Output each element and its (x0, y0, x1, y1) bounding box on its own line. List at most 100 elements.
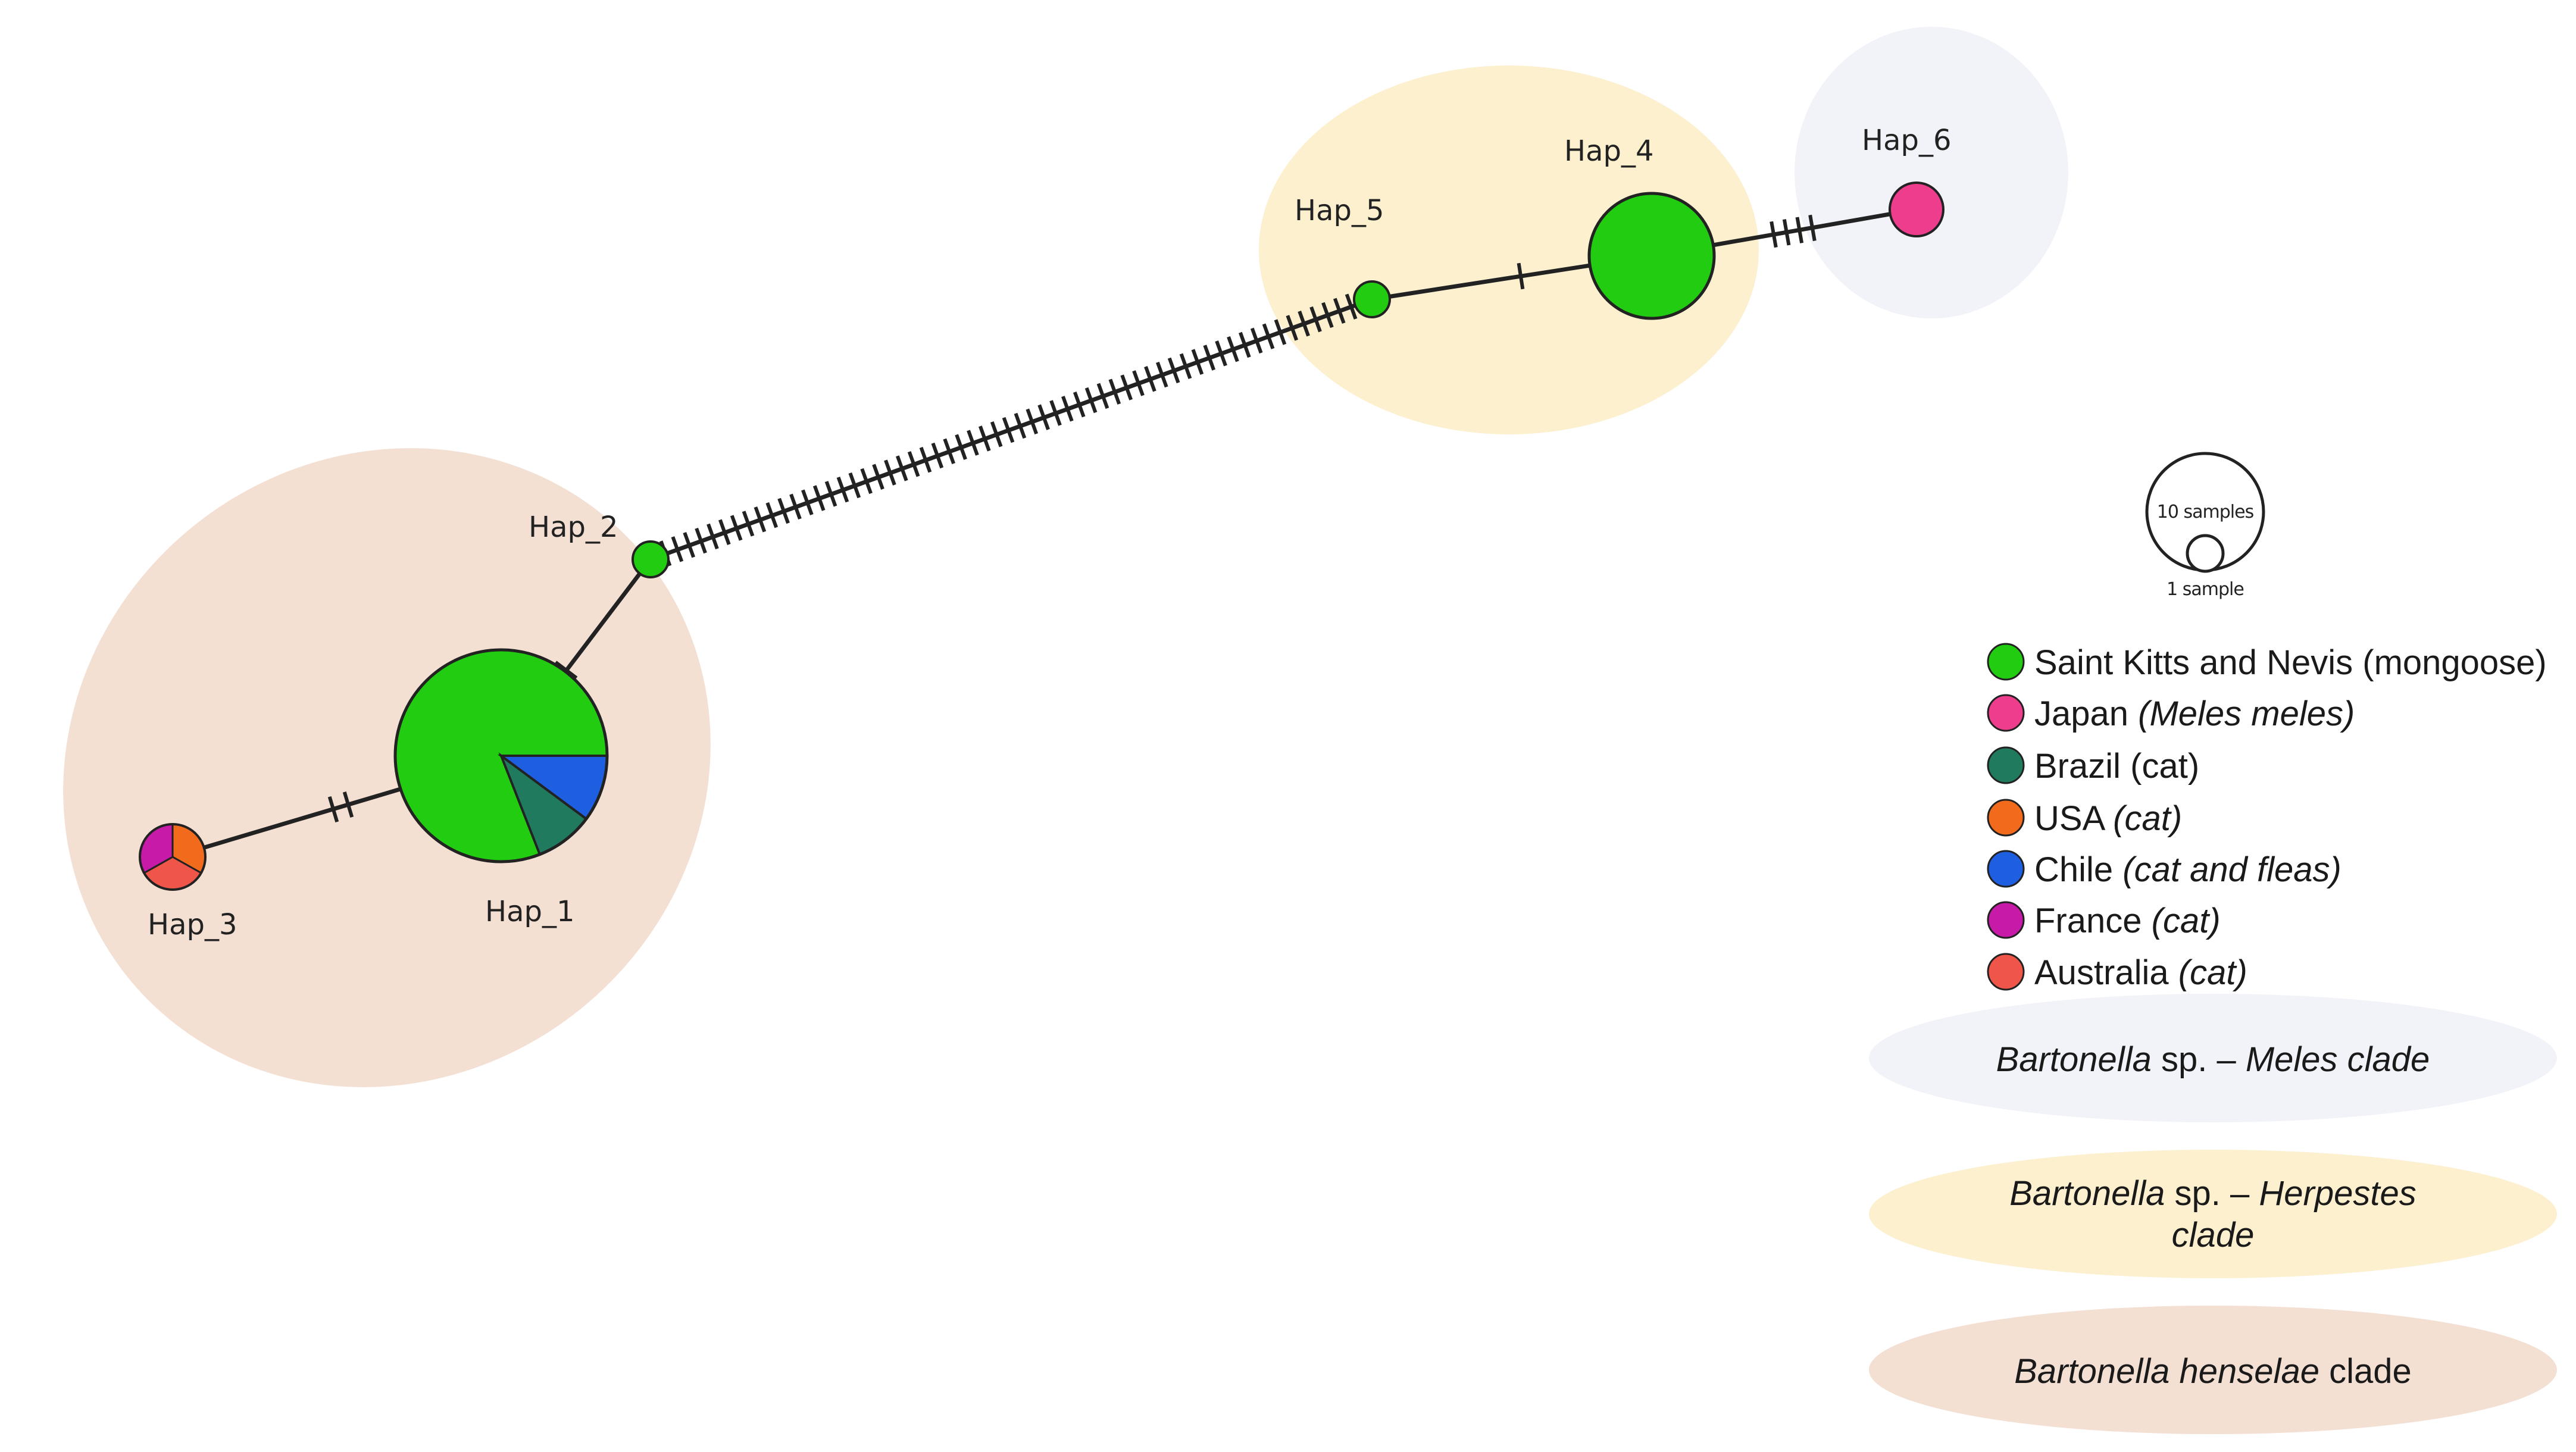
herpestes-clade-swatch (1869, 1150, 2557, 1278)
mutation-tick-hap2-hap5-8 (742, 511, 755, 537)
mutation-tick-hap2-hap5-16 (836, 476, 849, 503)
hap3-outline (139, 823, 207, 891)
hap1-node (393, 648, 609, 863)
mutation-tick-hap5-hap4-1 (1517, 262, 1525, 290)
edge-hap1-hap3 (172, 786, 403, 859)
hap6-node (1889, 182, 1944, 237)
mutation-tick-hap2-hap5-9 (754, 506, 767, 533)
mutation-tick-hap2-hap5-11 (777, 497, 790, 524)
legend-swatch-chile (1987, 850, 2025, 888)
legend-swatch-france (1987, 901, 2025, 939)
hap4-node (1587, 192, 1716, 320)
legend-label-japan: Japan (2034, 694, 2138, 733)
mutation-tick-hap2-hap5-15 (824, 481, 837, 507)
legend-item-france: France (cat) (1987, 901, 2221, 940)
mutation-tick-hap2-hap5-26 (955, 434, 967, 460)
svg-text:USA (cat): USA (cat) (2034, 799, 2182, 838)
mutation-tick-hap2-hap5-12 (789, 493, 802, 520)
herpestes-clade-label-line2: clade (2172, 1216, 2255, 1254)
mutation-tick-hap2-hap5-30 (1002, 417, 1015, 443)
hap5-label: Hap_5 (1295, 194, 1384, 227)
hap1-label: Hap_1 (485, 895, 575, 928)
mutation-tick-hap2-hap5-52 (1262, 323, 1275, 349)
mutation-tick-hap2-hap5-57 (1321, 302, 1334, 328)
mutation-tick-hap2-hap5-17 (848, 472, 861, 499)
legend-suffix-saint-kitts: (mongoose) (2353, 643, 2547, 682)
herpestes-clade-label: Bartonella sp. – Herpestes (2009, 1174, 2416, 1213)
mutation-tick-hap2-hap5-40 (1120, 374, 1133, 400)
henselae-clade-region (63, 448, 711, 1087)
mutation-tick-hap2-hap5-51 (1250, 327, 1263, 354)
mutation-tick-hap2-hap5-4 (695, 527, 707, 554)
scale-small-circle (2186, 534, 2225, 573)
legend-item-japan: Japan (Meles meles) (1987, 694, 2355, 733)
hap6-label: Hap_6 (1862, 124, 1952, 157)
scale-large-label: 10 samples (2157, 502, 2254, 522)
legend: Saint Kitts and Nevis (mongoose) Japan (… (1987, 643, 2547, 992)
mutation-tick-hap2-hap5-28 (978, 425, 991, 452)
mutation-tick-hap2-hap5-18 (860, 468, 873, 495)
mutation-tick-hap4-hap6-4 (1808, 214, 1817, 242)
legend-item-brazil: Brazil (cat) (1987, 746, 2199, 786)
mutation-tick-hap2-hap5-14 (812, 485, 826, 511)
mutation-tick-hap2-hap5-6 (718, 519, 731, 545)
legend-swatch-saint-kitts (1987, 643, 2025, 681)
mutation-tick-hap2-hap5-32 (1026, 408, 1039, 434)
legend-label-saint-kitts: Saint Kitts and Nevis (2034, 643, 2353, 682)
hap3-label: Hap_3 (148, 908, 237, 941)
mutation-ticks (327, 214, 1817, 822)
legend-swatch-brazil (1987, 746, 2025, 784)
henselae-clade-swatch (1869, 1306, 2557, 1434)
hap4-label: Hap_4 (1564, 134, 1654, 168)
legend-swatch-usa (1987, 799, 2025, 837)
legend-item-saint-kitts: Saint Kitts and Nevis (mongoose) (1987, 643, 2547, 682)
mutation-tick-hap2-hap5-27 (967, 430, 979, 456)
scale-small-label: 1 sample (2167, 579, 2244, 600)
svg-text:Australia (cat): Australia (cat) (2034, 953, 2247, 992)
henselae-clade-label: Bartonella henselae clade (2014, 1352, 2412, 1391)
clade-key: Bartonella sp. – Meles clade Bartonella … (1869, 994, 2557, 1434)
mutation-tick-hap2-hap5-13 (801, 489, 814, 515)
legend-italic-chile: (cat and fleas) (2122, 850, 2341, 889)
mutation-tick-hap2-hap5-41 (1132, 370, 1145, 396)
mutation-tick-hap2-hap5-36 (1073, 391, 1086, 418)
mutation-tick-hap2-hap5-23 (919, 446, 932, 473)
mutation-tick-hap2-hap5-49 (1227, 336, 1239, 362)
mutation-tick-hap2-hap5-10 (765, 502, 779, 528)
mutation-tick-hap1-hap3-1 (327, 796, 339, 822)
mutation-tick-hap2-hap5-39 (1108, 378, 1121, 405)
legend-italic-usa: (cat) (2113, 799, 2182, 838)
sample-size-scale: 10 samples 1 sample (2145, 452, 2265, 600)
mutation-tick-hap2-hap5-45 (1179, 353, 1192, 380)
mutation-tick-hap2-hap5-42 (1144, 366, 1156, 392)
mutation-tick-hap2-hap5-58 (1333, 298, 1346, 324)
meles-clade-region (1795, 27, 2068, 318)
mutation-tick-hap2-hap5-54 (1286, 315, 1299, 341)
legend-item-usa: USA (cat) (1987, 799, 2182, 838)
mutation-tick-hap2-hap5-43 (1156, 361, 1168, 388)
mutation-tick-hap2-hap5-20 (884, 459, 896, 486)
mutation-tick-hap2-hap5-7 (730, 515, 743, 541)
hap3-node (139, 823, 207, 891)
mutation-tick-hap2-hap5-35 (1061, 396, 1074, 422)
mutation-tick-hap2-hap5-24 (931, 442, 944, 469)
hap2-node (632, 540, 670, 578)
mutation-tick-hap2-hap5-33 (1037, 404, 1050, 430)
mutation-tick-hap2-hap5-47 (1203, 345, 1216, 371)
mutation-tick-hap2-hap5-56 (1309, 306, 1322, 333)
mutation-tick-hap2-hap5-5 (706, 523, 719, 550)
meles-clade-swatch (1869, 994, 2557, 1122)
mutation-tick-hap2-hap5-19 (872, 464, 884, 490)
hap5-node (1353, 280, 1391, 318)
svg-text:France (cat): France (cat) (2034, 902, 2221, 940)
legend-swatch-australia (1987, 953, 2025, 991)
meles-clade-label: Bartonella sp. – Meles clade (1996, 1040, 2430, 1079)
mutation-tick-hap1-hap3-2 (342, 791, 354, 818)
mutation-tick-hap2-hap5-3 (683, 531, 696, 558)
hap1-outline (393, 648, 609, 863)
legend-italic-france: (cat) (2152, 902, 2221, 940)
herpestes-clade-region (1259, 65, 1759, 434)
mutation-tick-hap2-hap5-22 (907, 451, 920, 477)
mutation-tick-hap2-hap5-37 (1084, 387, 1098, 414)
